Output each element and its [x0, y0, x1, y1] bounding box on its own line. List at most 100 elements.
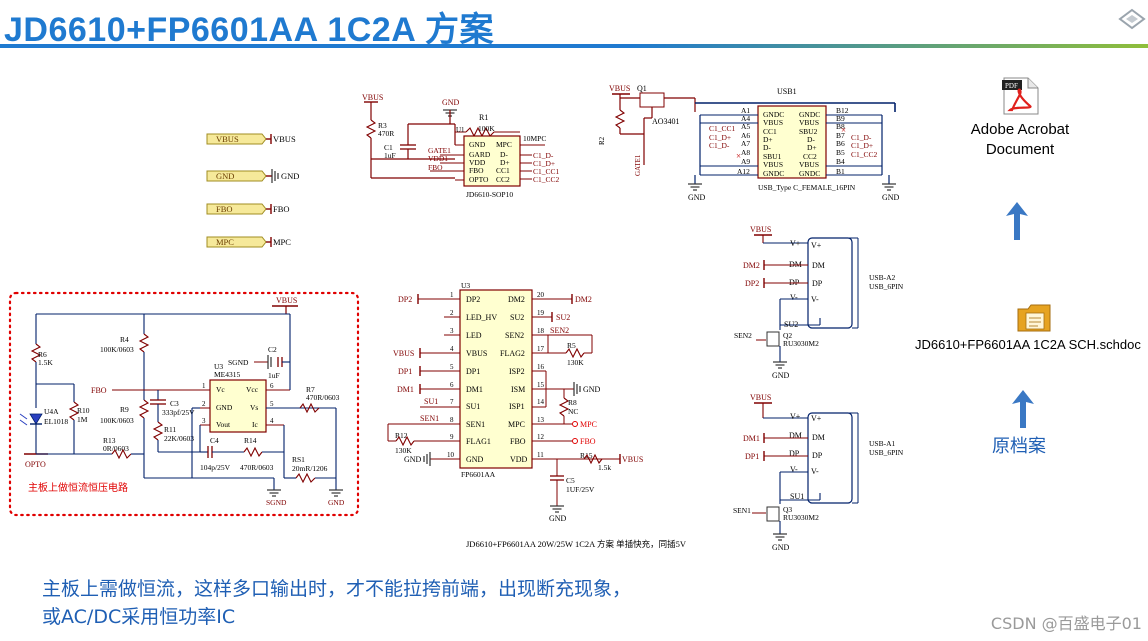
net-flag-vbus: VBUS VBUS — [206, 133, 296, 145]
svg-text:FLAG1: FLAG1 — [466, 437, 491, 446]
svg-text:DP1: DP1 — [745, 452, 759, 461]
svg-text:GNDC: GNDC — [763, 110, 784, 119]
svg-text:USB-A2: USB-A2 — [869, 273, 896, 282]
svg-text:100K/0603: 100K/0603 — [100, 345, 134, 354]
svg-text:D-: D- — [807, 135, 815, 144]
svg-text:JD6610-SOP10: JD6610-SOP10 — [466, 190, 513, 199]
svg-text:VBUS: VBUS — [466, 349, 487, 358]
svg-text:7: 7 — [450, 398, 454, 406]
note-line-1: 主板上需做恒流，这样多口输出时，才不能拉挎前端，出现断充现象， — [42, 578, 632, 600]
svg-text:DM: DM — [789, 431, 802, 440]
svg-text:130K: 130K — [567, 358, 584, 367]
svg-text:DP: DP — [812, 279, 823, 288]
svg-text:R6: R6 — [38, 350, 47, 359]
svg-text:10: 10 — [447, 451, 455, 459]
svg-text:5: 5 — [270, 400, 274, 408]
svg-text:Q2: Q2 — [783, 331, 792, 340]
svg-text:R3: R3 — [378, 121, 387, 130]
svg-text:AO3401: AO3401 — [652, 117, 680, 126]
svg-text:R14: R14 — [244, 436, 257, 445]
svg-text:C1_D-: C1_D- — [533, 151, 554, 160]
svg-text:R13: R13 — [103, 436, 116, 445]
svg-text:C1: C1 — [384, 143, 393, 152]
svg-text:B7: B7 — [836, 131, 845, 140]
svg-text:A8: A8 — [741, 148, 750, 157]
svg-text:R7: R7 — [306, 385, 315, 394]
svg-text:MPC: MPC — [580, 420, 597, 429]
svg-text:MPC: MPC — [496, 140, 512, 149]
svg-text:R12: R12 — [395, 431, 408, 440]
svg-text:FBO: FBO — [428, 163, 443, 172]
svg-text:EL1018: EL1018 — [44, 417, 68, 426]
svg-text:FBO: FBO — [216, 204, 233, 214]
svg-text:1M: 1M — [77, 415, 88, 424]
svg-text:R8: R8 — [568, 398, 577, 407]
svg-text:GND: GND — [404, 455, 422, 464]
net-flag-mpc: MPC MPC — [206, 236, 291, 248]
svg-text:VBUS: VBUS — [750, 393, 771, 402]
svg-text:470R/0603: 470R/0603 — [240, 463, 274, 472]
svg-text:B4: B4 — [836, 157, 845, 166]
svg-text:SBU2: SBU2 — [799, 127, 818, 136]
svg-text:MPC: MPC — [273, 237, 291, 247]
svg-text:R4: R4 — [120, 335, 129, 344]
svg-text:SBU1: SBU1 — [763, 152, 782, 161]
svg-text:5: 5 — [450, 363, 454, 371]
svg-text:SEN1: SEN1 — [420, 414, 439, 423]
schematic-file-icon[interactable] — [1016, 303, 1052, 333]
svg-text:USB_6PIN: USB_6PIN — [869, 282, 904, 291]
svg-text:×: × — [736, 151, 741, 161]
svg-text:10MPC: 10MPC — [523, 134, 546, 143]
svg-text:SEN2: SEN2 — [550, 326, 569, 335]
svg-text:6: 6 — [450, 381, 454, 389]
svg-text:B1: B1 — [836, 167, 845, 176]
svg-text:1.5K: 1.5K — [38, 358, 53, 367]
note-line-2: 或AC/DC采用恒功率IC — [42, 606, 236, 628]
svg-text:DM2: DM2 — [508, 295, 525, 304]
svg-text:GNDC: GNDC — [763, 169, 784, 178]
svg-text:C1_D+: C1_D+ — [709, 133, 731, 142]
svg-text:FBO: FBO — [580, 437, 596, 446]
svg-text:VBUS: VBUS — [799, 118, 819, 127]
schematic-file-label[interactable]: JD6610+FP6601AA 1C2A SCH.schdoc — [915, 337, 1141, 352]
svg-text:FLAG2: FLAG2 — [500, 349, 525, 358]
svg-text:C5: C5 — [566, 476, 575, 485]
svg-text:C1_D+: C1_D+ — [851, 141, 873, 150]
svg-text:VBUS: VBUS — [763, 160, 783, 169]
svg-text:U4A: U4A — [44, 407, 59, 416]
svg-text:主板上做恒流恒压电路: 主板上做恒流恒压电路 — [28, 481, 128, 494]
svg-text:14: 14 — [537, 398, 545, 406]
svg-text:DP1: DP1 — [466, 367, 480, 376]
svg-text:RU3030M2: RU3030M2 — [783, 339, 819, 348]
pdf-file-icon[interactable]: PDF — [1000, 76, 1042, 116]
svg-text:CC1: CC1 — [496, 166, 510, 175]
svg-text:FBO: FBO — [510, 437, 526, 446]
svg-text:C1_D-: C1_D- — [709, 141, 730, 150]
net-flag-fbo: FBO FBO — [206, 203, 290, 215]
svg-text:SEN1: SEN1 — [733, 506, 751, 515]
svg-text:20: 20 — [537, 291, 545, 299]
svg-text:R11: R11 — [164, 425, 176, 434]
svg-text:4: 4 — [270, 417, 274, 425]
svg-text:104p/25V: 104p/25V — [200, 463, 231, 472]
svg-text:JD6610+FP6601AA 20W/25W 1C2A 方: JD6610+FP6601AA 20W/25W 1C2A 方案 单插快充，同插5… — [466, 539, 687, 549]
svg-text:100K/0603: 100K/0603 — [100, 416, 134, 425]
svg-text:A1: A1 — [741, 106, 750, 115]
svg-text:VBUS: VBUS — [799, 160, 819, 169]
svg-text:DM: DM — [812, 433, 825, 442]
pdf-file-label[interactable]: Adobe Acrobat Document — [955, 120, 1085, 160]
cc-cv-circuit: 主板上做恒流恒压电路 VBUS R6 1.5K U4A EL1018 OPTO … — [8, 291, 360, 517]
svg-text:B9: B9 — [836, 114, 845, 123]
svg-text:GND: GND — [772, 371, 790, 380]
svg-text:VDD: VDD — [469, 158, 486, 167]
svg-text:USB_6PIN: USB_6PIN — [869, 448, 904, 457]
svg-text:3: 3 — [450, 327, 454, 335]
svg-text:B12: B12 — [836, 106, 849, 115]
svg-text:DP2: DP2 — [466, 295, 480, 304]
svg-text:333pf/25V: 333pf/25V — [162, 408, 195, 417]
svg-text:20mR/1206: 20mR/1206 — [292, 464, 328, 473]
svg-text:SGND: SGND — [228, 358, 249, 367]
svg-text:B5: B5 — [836, 148, 845, 157]
svg-text:ME4315: ME4315 — [214, 370, 241, 379]
